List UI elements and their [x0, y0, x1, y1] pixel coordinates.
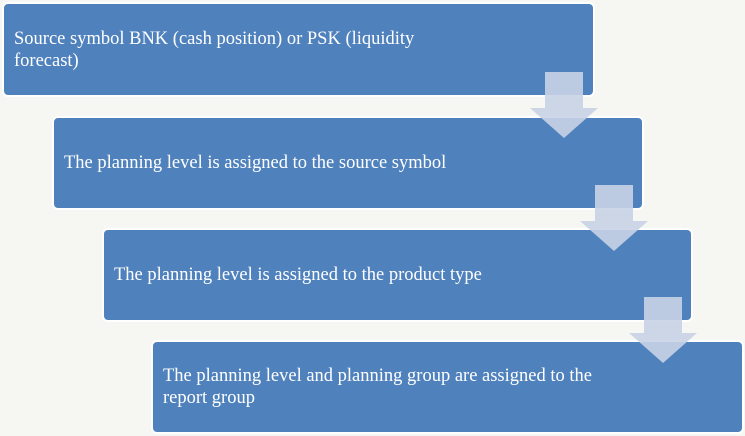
step-1-text: Source symbol BNK (cash position) or PSK… [14, 29, 415, 71]
down-arrow-icon [629, 297, 697, 363]
step-2-text: The planning level is assigned to the so… [64, 153, 447, 173]
step-4-box: The planning level and planning group ar… [151, 340, 744, 434]
step-4-text: The planning level and planning group ar… [163, 366, 592, 408]
step-3-text: The planning level is assigned to the pr… [114, 265, 482, 285]
step-3-box: The planning level is assigned to the pr… [102, 228, 693, 322]
step-2-box: The planning level is assigned to the so… [52, 116, 644, 210]
down-arrow-icon [580, 185, 648, 251]
step-1-box: Source symbol BNK (cash position) or PSK… [2, 2, 595, 97]
down-arrow-icon [530, 72, 598, 138]
